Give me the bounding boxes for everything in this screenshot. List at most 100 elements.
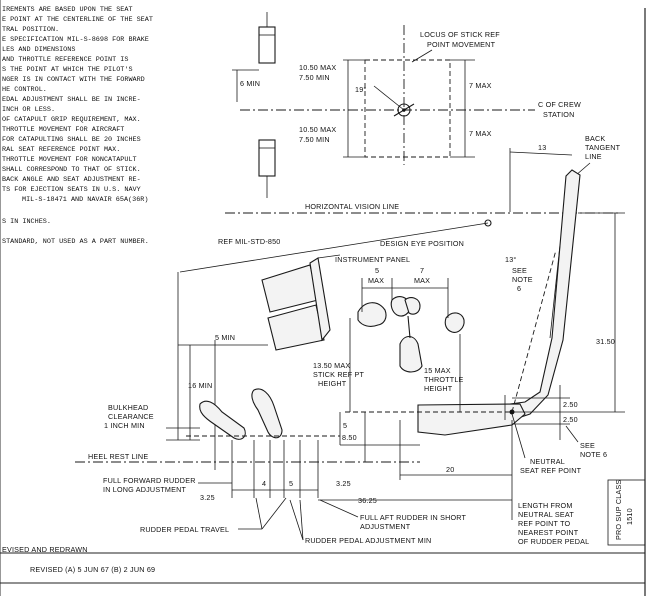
note-line: S THE POINT AT WHICH THE PILOT'S xyxy=(2,66,133,74)
note-line: THROTTLE MOVEMENT FOR NONCATAPULT xyxy=(2,156,137,164)
neutral-seat-label-2: SEAT REF POINT xyxy=(520,466,582,475)
note-line: HE CONTROL. xyxy=(2,86,47,94)
full-forward-label-2: IN LONG ADJUSTMENT xyxy=(103,485,186,494)
vision-sight-line xyxy=(179,222,489,273)
seat-back xyxy=(491,169,581,421)
throttle-height-2: THROTTLE xyxy=(424,375,464,384)
max-left-top-2: 7.50 MIN xyxy=(299,73,330,82)
length-from-2: NEUTRAL SEAT xyxy=(518,510,574,519)
max-left-top-1: 10.50 MAX xyxy=(299,63,336,72)
pedal-adjust-label: RUDDER PEDAL ADJUSTMENT MIN xyxy=(305,536,431,545)
design-eye-point xyxy=(484,219,492,227)
five-max-2: MAX xyxy=(368,276,384,285)
bulkhead-label-2: CLEARANCE xyxy=(108,412,154,421)
throttle-height-3: HEIGHT xyxy=(424,384,453,393)
five-min-dimension: 5 MIN xyxy=(215,333,235,342)
note-line: S IN INCHES. xyxy=(2,218,51,226)
note-line: OF CATAPULT GRIP REQUIREMENT, MAX. xyxy=(2,116,141,124)
note-line: INCH OR LESS. xyxy=(2,106,55,114)
note-line: AND THROTTLE REFERENCE POINT IS xyxy=(2,56,128,64)
back-tangent-1: BACK xyxy=(585,134,605,143)
see-note-bottom-2: NOTE 6 xyxy=(580,450,607,459)
see-note-top-2: NOTE xyxy=(512,275,533,284)
back-tangent-3: LINE xyxy=(585,152,602,161)
locus-label-2: POINT MOVEMENT xyxy=(427,40,496,49)
design-eye-label: DESIGN EYE POSITION xyxy=(380,239,464,248)
left-pedal-plan-upper xyxy=(258,26,276,64)
stick-height-2: STICK REF PT xyxy=(313,370,365,379)
two-fifty-upper: 2.50 xyxy=(563,400,578,409)
note-line: TRAL POSITION. xyxy=(2,26,59,34)
full-aft-label-1: FULL AFT RUDDER IN SHORT xyxy=(360,513,467,522)
controls xyxy=(357,296,465,373)
rudder-travel-label: RUDDER PEDAL TRAVEL xyxy=(140,525,229,534)
rudder-pedal-aft xyxy=(251,388,283,439)
length-from-5: OF RUDDER PEDAL xyxy=(518,537,589,546)
plan-view: 6 MIN 19° 10.50 MAX 7.50 MIN 10.50 MAX 7… xyxy=(232,12,581,198)
note-line: E POINT AT THE CENTERLINE OF THE SEAT xyxy=(2,16,153,24)
see-note-bottom-1: SEE xyxy=(580,441,595,450)
five-vertical-dimension: 5 xyxy=(343,421,347,430)
length-from-4: NEAREST POINT xyxy=(518,528,579,537)
back-tangent-2: TANGENT xyxy=(585,143,621,152)
sixteen-min-dimension: 16 MIN xyxy=(188,381,212,390)
corner-stamp-line-2: 1510 xyxy=(625,508,634,525)
instrument-panel-label: INSTRUMENT PANEL xyxy=(335,255,410,264)
note-line: FOR CATAPULTING SHALL BE 20 INCHES xyxy=(2,136,141,144)
locus-label-1: LOCUS OF STICK REF xyxy=(420,30,500,39)
stick-height-3: HEIGHT xyxy=(318,379,347,388)
note-line: TS FOR EJECTION SEATS IN U.S. NAVY xyxy=(2,186,141,194)
eight-fifty-dimension: 8.50 xyxy=(342,433,357,442)
thirty-six-dimension: 36.25 xyxy=(358,496,377,505)
nineteen-degree-label: 19° xyxy=(355,85,366,94)
crew-station-cl-2: STATION xyxy=(543,110,574,119)
length-from-3: REF POINT TO xyxy=(518,519,571,528)
instrument-panel xyxy=(261,254,341,351)
seat-pan xyxy=(417,403,526,436)
corner-stamp-line-1: PRO SUP CLASS xyxy=(614,480,623,540)
revised-redrawn-label: EVISED AND REDRAWN xyxy=(2,545,88,554)
seven-max-bottom: 7 MAX xyxy=(469,129,492,138)
note-line: EDAL ADJUSTMENT SHALL BE IN INCRE- xyxy=(2,96,141,104)
bulkhead-label-1: BULKHEAD xyxy=(108,403,148,412)
horizontal-vision-label: HORIZONTAL VISION LINE xyxy=(305,202,399,211)
three-25-left: 3.25 xyxy=(200,493,215,502)
neutral-seat-label-1: NEUTRAL xyxy=(530,457,565,466)
rudder-pedal-forward xyxy=(199,400,246,440)
two-fifty-lower: 2.50 xyxy=(563,415,578,424)
note-line: E SPECIFICATION MIL-S-8698 FOR BRAKE xyxy=(2,36,149,44)
six-min-dimension: 6 MIN xyxy=(240,79,260,88)
note-line: SHALL CORRESPOND TO THAT OF STICK. xyxy=(2,166,141,174)
note-line: IREMENTS ARE BASED UPON THE SEAT xyxy=(2,6,133,14)
seven-max-top: 7 MAX xyxy=(469,81,492,90)
heel-rest-label: HEEL REST LINE xyxy=(88,452,148,461)
twenty-dimension: 20 xyxy=(446,465,454,474)
general-notes: IREMENTS ARE BASED UPON THE SEAT E POINT… xyxy=(2,6,153,246)
note-line: STANDARD, NOT USED AS A PART NUMBER. xyxy=(2,238,149,246)
full-forward-label-1: FULL FORWARD RUDDER xyxy=(103,476,196,485)
stick-locus-box xyxy=(364,59,451,158)
ref-std-label: REF MIL-STD-850 xyxy=(218,237,281,246)
note-line: NGER IS IN CONTACT WITH THE FORWARD xyxy=(2,76,145,84)
alternate-grip xyxy=(444,312,465,333)
three-25-right: 3.25 xyxy=(336,479,351,488)
ejection-seat: 13° SEE NOTE 6 xyxy=(417,169,581,436)
rudder-pedals xyxy=(186,388,340,440)
revision-line: REVISED (A) 5 JUN 67 (B) 2 JUN 69 xyxy=(30,565,155,574)
corner-stamp-box xyxy=(607,479,646,546)
stick-height-1: 13.50 MAX xyxy=(313,361,350,370)
thirteen-dimension: 13 xyxy=(538,143,546,152)
full-aft-label-2: ADJUSTMENT xyxy=(360,522,411,531)
see-note-top-3: 6 xyxy=(517,284,521,293)
four-dimension: 4 xyxy=(262,479,266,488)
stick-base xyxy=(399,335,423,373)
seven-max-mid-1: 7 xyxy=(420,266,424,275)
crew-station-cl-1: C OF CREW xyxy=(538,100,581,109)
stick-ref-point-symbol xyxy=(397,103,411,117)
overall-height-dimension: 31.50 xyxy=(596,337,615,346)
throttle-grip xyxy=(357,302,387,327)
max-left-bottom-2: 7.50 MIN xyxy=(299,135,330,144)
left-pedal-plan-lower xyxy=(258,139,276,177)
thirteen-degree-label: 13° xyxy=(505,255,516,264)
